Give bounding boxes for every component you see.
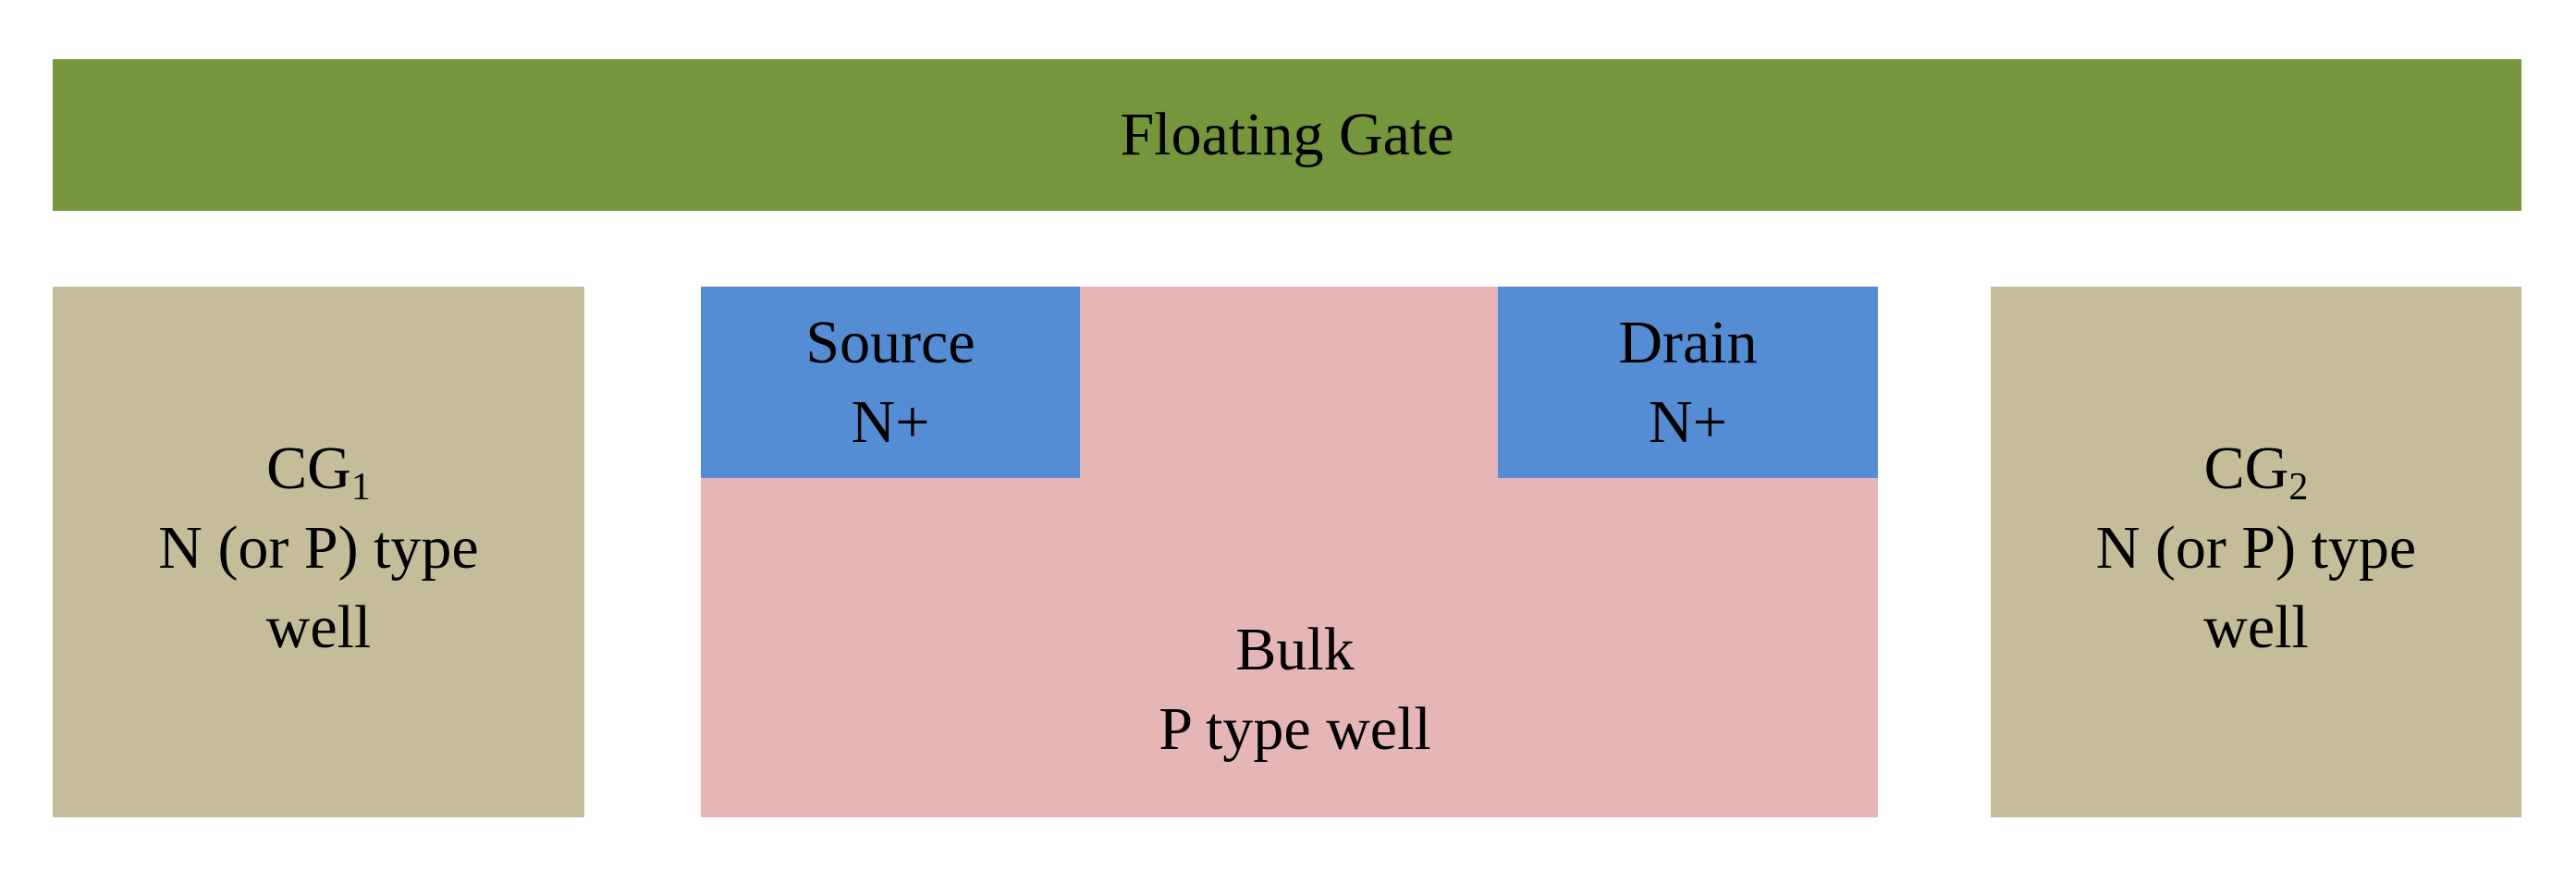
cg2-label: CG2 N (or P) type well: [2096, 429, 2416, 668]
cg2-title: CG2: [2096, 429, 2416, 509]
cg1-subscript: 1: [350, 466, 371, 509]
source-label: Source N+: [805, 303, 975, 462]
drain-title: Drain: [1618, 308, 1758, 376]
cg1-well-region: CG1 N (or P) type well: [53, 287, 584, 817]
drain-label: Drain N+: [1618, 303, 1757, 462]
bulk-label: Bulk P type well: [1159, 610, 1431, 769]
cg2-type: N (or P) type: [2095, 514, 2417, 582]
source-title: Source: [805, 308, 975, 376]
floating-gate-layer: Floating Gate: [53, 59, 2521, 211]
cg2-well-text: well: [2203, 594, 2309, 661]
bulk-title: Bulk: [1235, 616, 1355, 683]
cg1-label: CG1 N (or P) type well: [158, 429, 478, 668]
cg1-type: N (or P) type: [158, 514, 479, 582]
cg2-name: CG: [2203, 435, 2289, 502]
cg2-well-region: CG2 N (or P) type well: [1991, 287, 2521, 817]
bulk-type: P type well: [1159, 695, 1431, 763]
drain-region: Drain N+: [1498, 287, 1878, 478]
floating-gate-label: Floating Gate: [1120, 101, 1454, 168]
cg1-title: CG1: [158, 429, 478, 509]
cg1-name: CG: [266, 435, 351, 502]
drain-doping: N+: [1649, 387, 1727, 456]
cg1-well-text: well: [265, 594, 372, 661]
source-doping: N+: [851, 387, 930, 456]
source-region: Source N+: [701, 287, 1080, 478]
cg2-subscript: 2: [2288, 466, 2309, 509]
